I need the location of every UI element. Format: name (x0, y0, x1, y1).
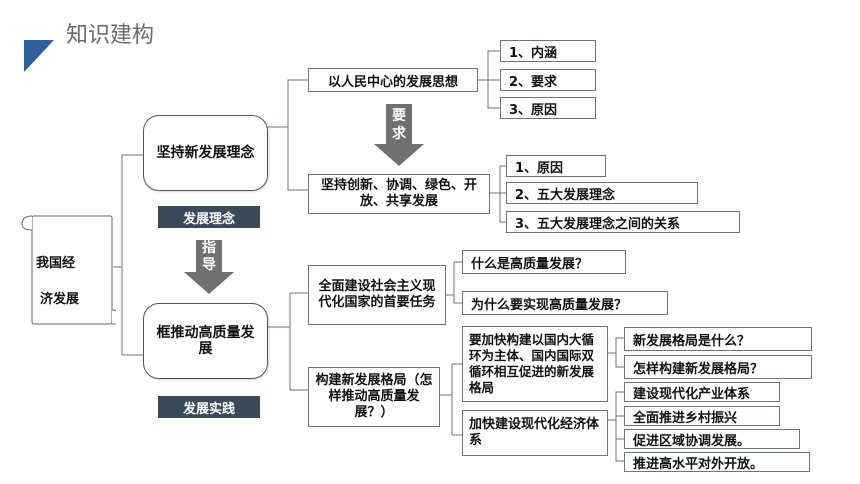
b2-sub2: 加快建设现代化经济体系 (462, 410, 608, 456)
b1-topic-a-item: 2、要求 (500, 69, 596, 91)
b1-topic-b-item: 2、五大发展理念 (506, 182, 698, 204)
require-arrow-icon (374, 104, 424, 166)
b1-topic-b-item: 3、五大发展理念之间的关系 (506, 211, 740, 233)
page-title: 知识建构 (66, 23, 155, 48)
b2-topic-a: 全面建设社会主义现代化国家的首要任务 (308, 265, 446, 325)
b2-sub1-item: 怎样构建新发展格局？ (624, 355, 812, 379)
b2-sub2-item: 全面推进乡村振兴 (624, 406, 780, 426)
root-label-line2: 济发展 (40, 292, 80, 307)
title-triangle-icon (24, 40, 54, 72)
scroll-shape-icon (21, 215, 116, 325)
root-scroll: 我国经 济发展 (18, 210, 116, 330)
b1-topic-b-item: 1、原因 (506, 155, 606, 177)
b2-topic-b: 构建新发展格局（怎样推动高质量发展？） (308, 367, 440, 427)
b1-topic-b: 坚持创新、协调、绿色、开放、共享发展 (308, 174, 490, 214)
guide-arrow-label: 指导 (202, 240, 216, 273)
require-arrow-label: 要求 (392, 108, 406, 142)
root-label-line1: 我国经 (36, 256, 76, 271)
b2-sub1: 要加快构建以国内大循环为主体、国内国际双循环相互促进的新发展格局 (462, 326, 608, 402)
branch2-main-box: 框推动高质量发展 (143, 303, 268, 379)
b2-sub1-item: 新发展格局是什么？ (624, 327, 812, 351)
b2-sub2-item: 建设现代化产业体系 (624, 382, 780, 402)
b1-topic-a: 以人民中心的发展思想 (308, 68, 478, 92)
branch2-tag: 发展实践 (158, 396, 260, 418)
b2-sub2-item: 推进高水平对外开放。 (624, 452, 810, 472)
b2-topic-a-item: 什么是高质量发展？ (462, 250, 626, 274)
b1-topic-a-item: 3、原因 (500, 97, 596, 119)
b1-topic-a-item: 1、内涵 (500, 40, 596, 62)
guide-arrow-icon (184, 240, 234, 294)
branch1-tag: 发展理念 (158, 206, 260, 228)
b2-sub2-item: 促进区域协调发展。 (624, 429, 800, 449)
branch1-main-box: 坚持新发展理念 (143, 115, 268, 191)
b2-topic-a-item: 为什么要实现高质量发展？ (462, 291, 668, 315)
